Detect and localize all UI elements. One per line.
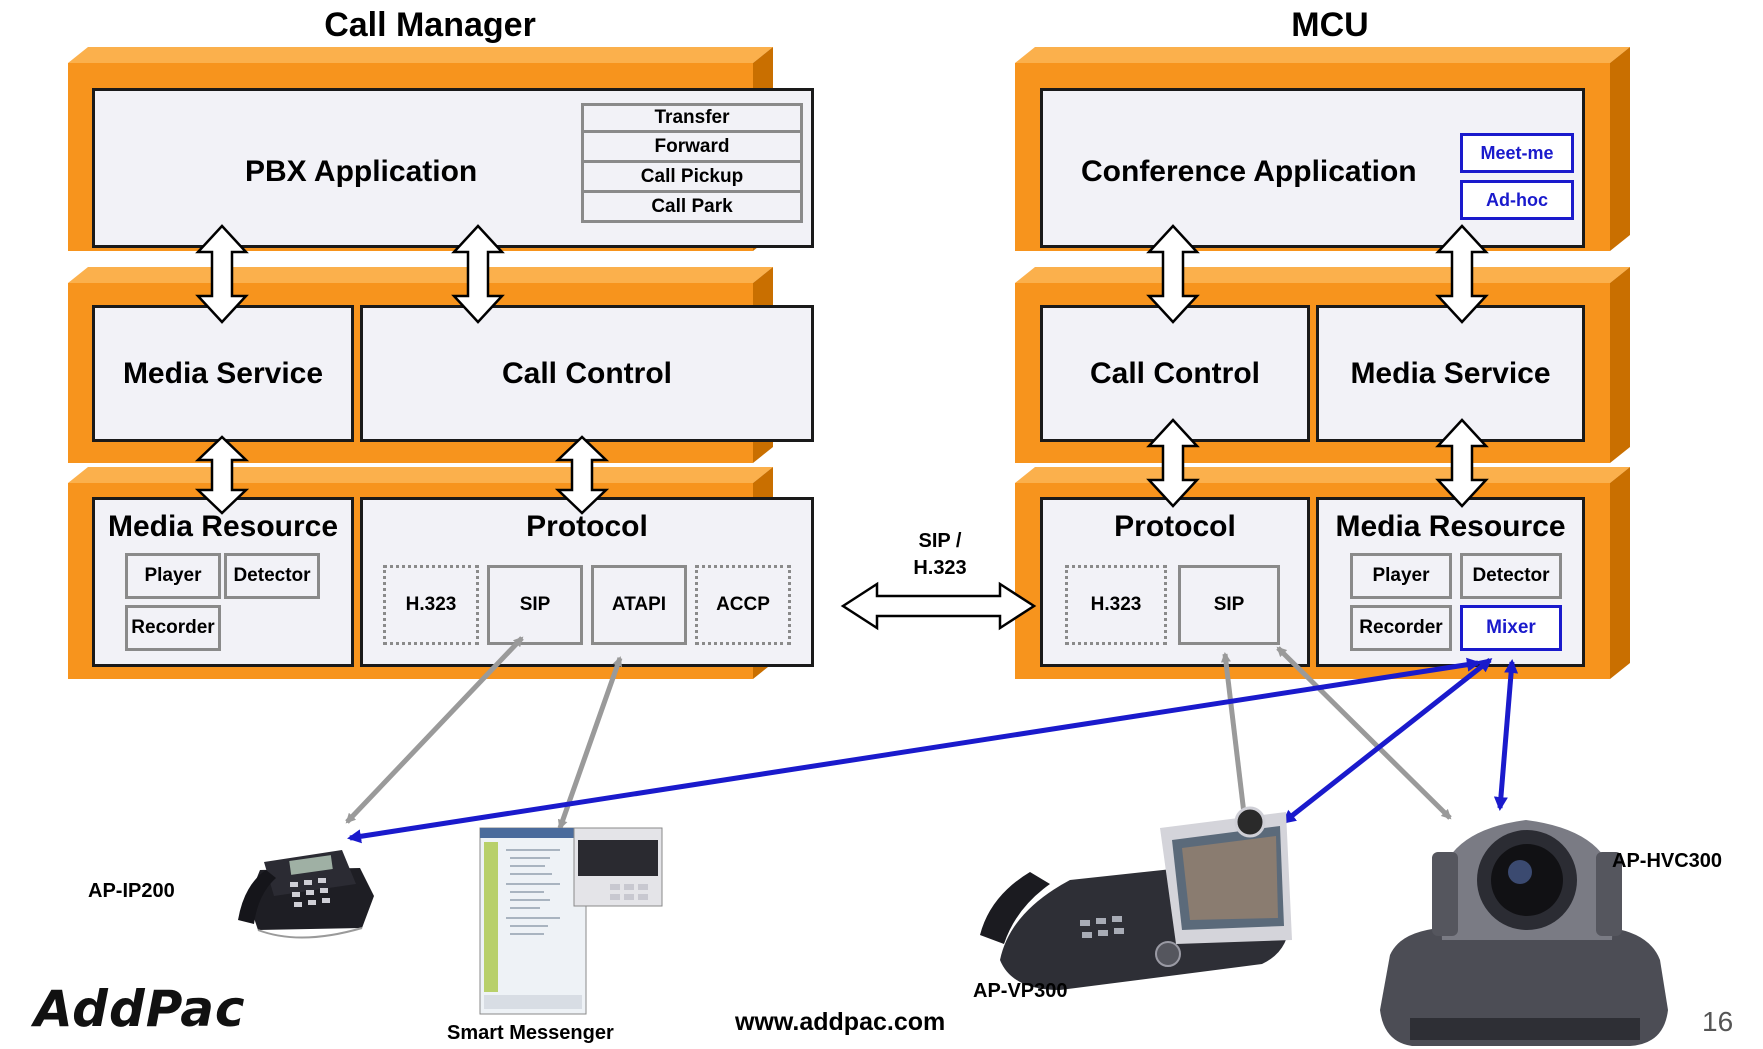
cm-call-control-panel: Call Control <box>360 305 814 442</box>
cm-protocol-title: Protocol <box>526 510 648 543</box>
cm-atapi-box: ATAPI <box>591 565 687 645</box>
cm-media-resource-title: Media Resource <box>107 510 339 543</box>
mcu-protocol-title: Protocol <box>1114 510 1236 543</box>
feature-call-park: Call Park <box>581 193 803 223</box>
conference-application-panel: Conference Application <box>1040 88 1585 248</box>
camera-label: AP-HVC300 <box>1612 850 1723 872</box>
video-phone-label: AP-VP300 <box>973 980 1068 1002</box>
ip-phone-label: AP-IP200 <box>88 880 175 902</box>
pbx-application-panel: PBX Application Transfer Forward Call Pi… <box>92 88 814 248</box>
footer-url[interactable]: www.addpac.com <box>735 1008 946 1036</box>
feature-transfer: Transfer <box>581 103 803 133</box>
mcu-call-control-panel: Call Control <box>1040 305 1310 442</box>
mcu-sip-box: SIP <box>1178 565 1280 645</box>
cm-h323-box: H.323 <box>383 565 479 645</box>
mcu-title: MCU <box>1291 6 1369 44</box>
feature-call-pickup: Call Pickup <box>581 163 803 193</box>
feature-forward: Forward <box>581 133 803 163</box>
cm-detector-box: Detector <box>224 553 320 599</box>
mcu-mixer-box: Mixer <box>1460 605 1562 651</box>
mcu-detector-box: Detector <box>1460 553 1562 599</box>
feature-meet-me: Meet-me <box>1460 133 1574 173</box>
mcu-h323-box: H.323 <box>1065 565 1167 645</box>
mcu-media-resource-title: Media Resource <box>1335 510 1566 543</box>
cm-accp-box: ACCP <box>695 565 791 645</box>
page-number: 16 <box>1702 1006 1734 1037</box>
addpac-logo: AddPac <box>34 980 246 1038</box>
cm-sip-box: SIP <box>487 565 583 645</box>
conference-application-label: Conference Application <box>1081 155 1417 188</box>
messenger-label: Smart Messenger <box>447 1022 614 1044</box>
sip-h323-link-label: SIP / H.323 <box>913 530 967 579</box>
call-manager-title: Call Manager <box>324 6 536 44</box>
feature-ad-hoc: Ad-hoc <box>1460 180 1574 220</box>
cm-player-box: Player <box>125 553 221 599</box>
pbx-application-label: PBX Application <box>245 155 478 188</box>
cm-media-service-panel: Media Service <box>92 305 354 442</box>
mcu-player-box: Player <box>1350 553 1452 599</box>
pbx-feature-list: Transfer Forward Call Pickup Call Park <box>581 103 803 223</box>
mcu-recorder-box: Recorder <box>1350 605 1452 651</box>
mcu-media-service-panel: Media Service <box>1316 305 1585 442</box>
cm-recorder-box: Recorder <box>125 605 221 651</box>
